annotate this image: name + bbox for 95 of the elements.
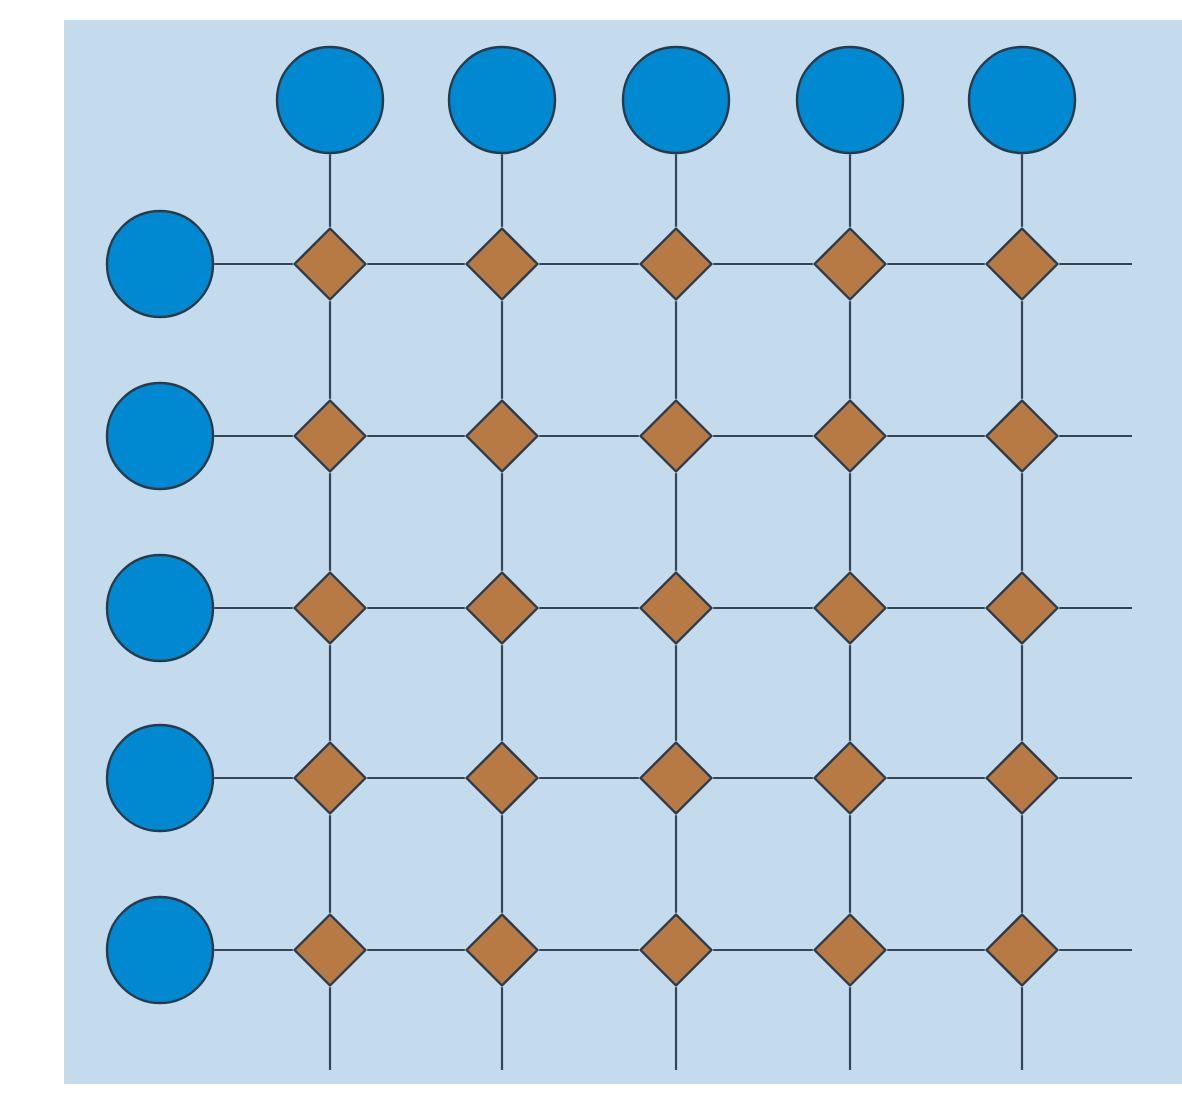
circle-node [447,45,557,155]
connector-line [674,154,678,227]
connector-line [367,606,465,610]
diamond-node [465,399,539,473]
connector-line [713,606,813,610]
connector-line [887,776,985,780]
connector-line [539,776,639,780]
circle-node [105,723,215,833]
connector-line [848,815,852,913]
connector-line [1059,948,1132,952]
connector-line [367,948,465,952]
diamond-node [639,913,713,987]
connector-line [328,473,332,571]
diamond-node [639,227,713,301]
connector-line [887,434,985,438]
diamond-node [465,571,539,645]
diamond-node [985,399,1059,473]
circle-node [621,45,731,155]
connector-line [214,606,293,610]
diamond-node [813,399,887,473]
connector-line [674,301,678,399]
diamond-node [293,571,367,645]
connector-line [1059,776,1132,780]
circle-node [105,381,215,491]
circle-node [105,553,215,663]
diamond-node [293,227,367,301]
diamond-node [639,571,713,645]
diamond-node [639,399,713,473]
diamond-node [465,913,539,987]
connector-line [214,948,293,952]
connector-line [214,262,293,266]
diamond-node [985,227,1059,301]
connector-line [500,645,504,741]
diamond-node [985,571,1059,645]
connector-line [674,987,678,1070]
connector-line [1020,473,1024,571]
connector-line [1059,262,1132,266]
connector-line [500,301,504,399]
connector-line [328,301,332,399]
connector-line [1059,606,1132,610]
connector-line [674,645,678,741]
connector-line [328,645,332,741]
diamond-node [293,741,367,815]
connector-line [539,606,639,610]
connector-line [674,815,678,913]
connector-line [539,948,639,952]
diamond-node [465,741,539,815]
connector-line [1020,645,1024,741]
connector-line [674,473,678,571]
connector-line [713,776,813,780]
circle-node [105,895,215,1005]
diamond-node [293,913,367,987]
diamond-node [813,227,887,301]
connector-line [328,815,332,913]
diamond-node [985,913,1059,987]
connector-line [1020,815,1024,913]
connector-line [500,815,504,913]
connector-line [539,434,639,438]
connector-line [328,987,332,1070]
connector-line [367,434,465,438]
connector-line [848,473,852,571]
connector-line [367,776,465,780]
connector-line [713,262,813,266]
connector-line [848,987,852,1070]
diamond-node [813,741,887,815]
connector-line [367,262,465,266]
connector-line [1020,154,1024,227]
connector-line [214,434,293,438]
circle-node [105,209,215,319]
diamond-node [813,913,887,987]
diamond-node [985,741,1059,815]
connector-line [500,987,504,1070]
connector-line [713,948,813,952]
circle-node [795,45,905,155]
connector-line [539,262,639,266]
connector-line [500,473,504,571]
diamond-node [293,399,367,473]
connector-line [887,948,985,952]
connector-line [848,154,852,227]
connector-line [214,776,293,780]
connector-line [1020,301,1024,399]
connector-line [848,645,852,741]
connector-line [328,154,332,227]
connector-line [1059,434,1132,438]
circle-node [275,45,385,155]
connector-line [887,606,985,610]
connector-line [848,301,852,399]
diamond-node [639,741,713,815]
connector-line [713,434,813,438]
diamond-node [465,227,539,301]
connector-line [1020,987,1024,1070]
circle-node [967,45,1077,155]
connector-line [887,262,985,266]
connector-line [500,154,504,227]
diamond-node [813,571,887,645]
